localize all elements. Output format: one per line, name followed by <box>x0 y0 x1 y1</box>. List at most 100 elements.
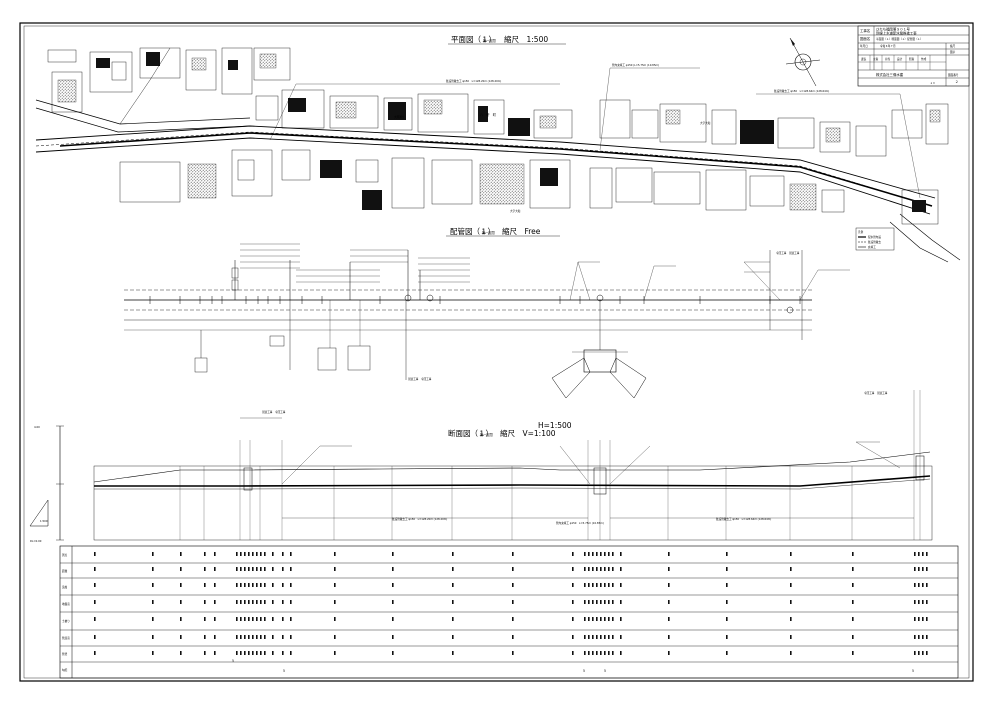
table-value-mark <box>612 651 614 655</box>
table-value-mark <box>290 552 292 556</box>
row-label-3: 追加 <box>62 585 68 589</box>
table-value-mark <box>922 617 924 621</box>
table-value-mark <box>236 635 238 639</box>
table-value-mark <box>512 583 514 587</box>
table-value-mark <box>926 600 928 604</box>
table-value-mark <box>94 651 96 655</box>
table-value-mark <box>608 583 610 587</box>
approval-label-4: 設計 <box>897 57 903 61</box>
table-value-mark <box>918 617 920 621</box>
table-value-mark <box>620 651 622 655</box>
table-value-mark <box>94 567 96 571</box>
table-value-mark <box>726 617 728 621</box>
table-value-mark <box>914 567 916 571</box>
table-value-mark <box>922 635 924 639</box>
table-value-mark <box>256 600 258 604</box>
table-value-mark <box>620 635 622 639</box>
legend-item-1: 配水管布設 <box>868 235 881 239</box>
valve-chamber-detail <box>551 300 647 399</box>
table-value-mark <box>592 651 594 655</box>
table-value-mark <box>244 567 246 571</box>
drawing-name: 平面図（１）断面図（１）配管図（１） <box>876 37 923 41</box>
table-value-mark <box>334 651 336 655</box>
legend-title: 凡例 <box>858 230 864 234</box>
table-value-mark <box>214 651 216 655</box>
table-value-mark <box>282 583 284 587</box>
table-value-mark <box>600 567 602 571</box>
table-value-mark <box>608 617 610 621</box>
inner-frame <box>23 25 970 679</box>
table-value-mark <box>852 567 854 571</box>
piping-ref-mid: 別途工事 今回工事 <box>408 377 432 381</box>
street-right: 大字大和 <box>700 121 711 125</box>
table-value-mark <box>236 583 238 587</box>
table-value-mark <box>244 617 246 621</box>
table-value-mark <box>584 600 586 604</box>
table-value-mark <box>918 567 920 571</box>
table-value-mark <box>256 552 258 556</box>
table-value-mark <box>790 635 792 639</box>
table-value-mark <box>592 600 594 604</box>
table-value-mark <box>260 635 262 639</box>
table-value-mark <box>588 617 590 621</box>
table-value-mark <box>914 635 916 639</box>
road-name: 八 軒 町 <box>480 112 497 117</box>
table-value-mark <box>668 552 670 556</box>
table-value-mark <box>264 600 266 604</box>
table-value-mark <box>260 567 262 571</box>
piping-ticks <box>149 296 801 304</box>
table-value-mark <box>256 635 258 639</box>
piping-scale: 縮尺 Free <box>502 226 541 236</box>
table-value-mark <box>600 617 602 621</box>
table-value-mark <box>600 635 602 639</box>
profile-view: 断面図（１） 第一区間 H=1:500 縮尺 V=1:100 4.00 1:50… <box>29 390 933 543</box>
plan-pipe-right: 既設管撤去工 φ150 L=128.64m (128.64m) <box>774 89 829 93</box>
piping-notes-left <box>240 243 470 283</box>
table-value-mark <box>94 583 96 587</box>
table-value-mark <box>612 600 614 604</box>
table-value-mark <box>600 600 602 604</box>
table-value-mark <box>596 635 598 639</box>
table-value-mark <box>272 635 274 639</box>
table-value-mark <box>240 651 242 655</box>
table-value-mark <box>790 651 792 655</box>
table-value-mark <box>852 635 854 639</box>
table-value-mark <box>290 567 292 571</box>
table-value-mark <box>236 600 238 604</box>
table-value-mark <box>620 600 622 604</box>
table-value-mark <box>668 635 670 639</box>
table-value-mark <box>264 567 266 571</box>
approval-label-5: 照査 <box>909 57 915 61</box>
table-value-mark <box>282 635 284 639</box>
table-value-mark <box>790 617 792 621</box>
table-value-mark <box>918 600 920 604</box>
table-value-mark <box>584 617 586 621</box>
table-value-mark <box>596 567 598 571</box>
table-value-mark <box>240 583 242 587</box>
table-value-mark <box>852 583 854 587</box>
row-label-8: 勾配 <box>62 668 68 672</box>
table-value-mark <box>256 651 258 655</box>
table-value-mark <box>608 600 610 604</box>
table-value-mark <box>392 567 394 571</box>
table-value-mark <box>512 552 514 556</box>
table-value-mark <box>790 600 792 604</box>
legend-item-2: 既設管撤去 <box>868 240 881 244</box>
table-value-mark <box>392 600 394 604</box>
table-value-mark <box>244 552 246 556</box>
table-value-mark <box>392 635 394 639</box>
table-value-mark <box>612 583 614 587</box>
scale-label: 縮尺 <box>950 44 956 48</box>
table-value-mark <box>588 583 590 587</box>
table-value-mark <box>180 600 182 604</box>
table-value-mark <box>264 583 266 587</box>
table-value-mark <box>392 617 394 621</box>
north-arrow-icon <box>785 37 821 87</box>
table-value-mark <box>918 552 920 556</box>
table-value-mark <box>272 617 274 621</box>
table-value-mark <box>604 583 606 587</box>
project-label: 工事名 <box>860 28 870 33</box>
table-value-mark <box>922 583 924 587</box>
table-value-mark <box>252 600 254 604</box>
table-value-mark <box>926 567 928 571</box>
